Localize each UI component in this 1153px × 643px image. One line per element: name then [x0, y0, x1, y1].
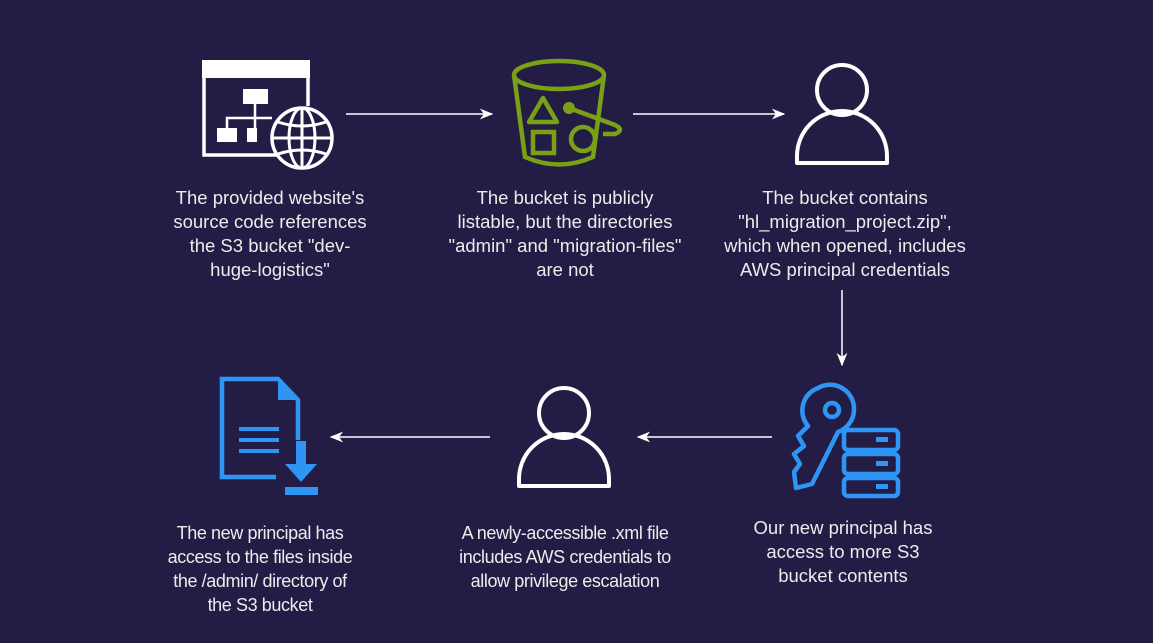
key-database-icon — [782, 380, 907, 500]
website-globe-icon — [200, 58, 340, 170]
s3-bucket-icon — [503, 50, 628, 175]
caption-bucket: The bucket is publicly listable, but the… — [448, 187, 682, 280]
caption-principal-1: The bucket contains "hl_migration_projec… — [724, 187, 966, 280]
caption-key-db: Our new principal has access to more S3 … — [753, 517, 933, 586]
file-download-icon — [218, 375, 323, 500]
caption-principal-2: A newly-accessible .xml file includes AW… — [459, 523, 671, 591]
caption-file-download: The new principal has access to the file… — [167, 523, 353, 615]
caption-website: The provided website's source code refer… — [173, 187, 367, 280]
user-icon — [515, 385, 615, 491]
user-icon — [793, 62, 893, 168]
